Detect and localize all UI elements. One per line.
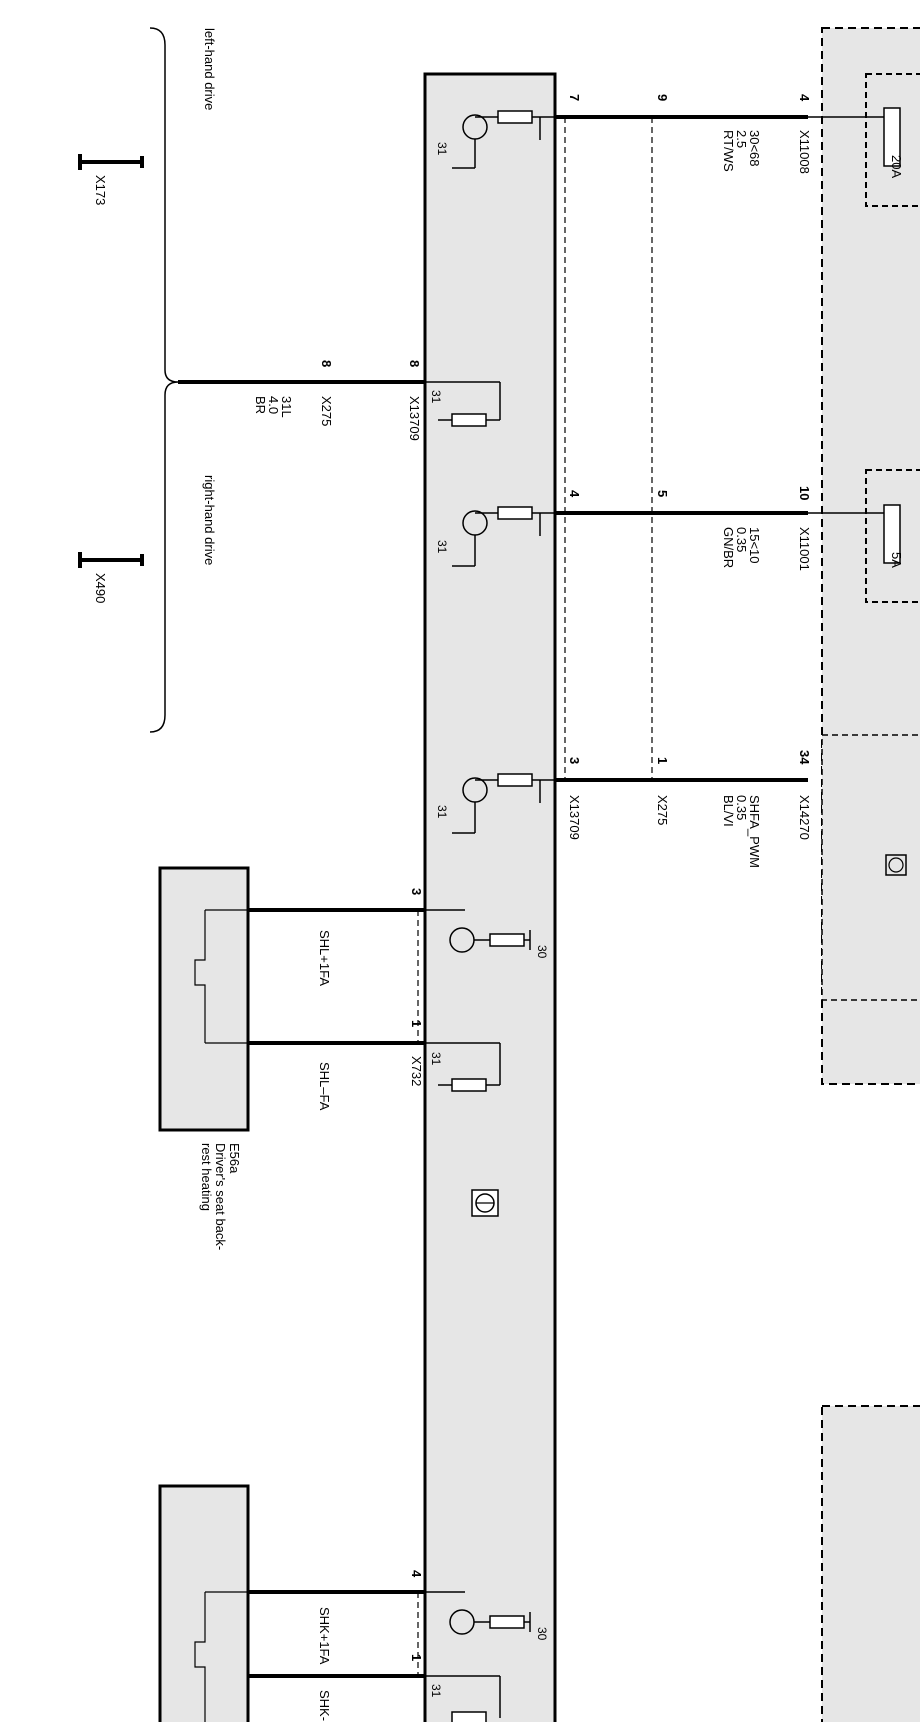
ground-resistor-3-label: 31 [429,1684,443,1698]
heater-e56a-pin-a: 3 [409,888,424,895]
wire-15-10-pin-module: 4 [567,490,582,498]
wire-shfa-signal: SHFA_PWM [747,795,762,868]
wire-shfa-gauge: 0.35 [734,795,749,820]
ground-point-x490 [78,552,144,568]
heater-e56a: 3 1 X732 SHL+1FA SHL–FA E56a Driver's se… [158,866,425,1250]
fuse-20a-rating: 20A [889,155,904,178]
wire-30-68-gauge: 2.5 [734,130,749,148]
wire-30-68-connector: X11008 [797,130,812,174]
ground-resistor-1-label: 31 [429,390,443,404]
heater-driver-b [425,1591,531,1635]
ground-gauge: 4.0 [266,396,281,414]
heater-e56a-wire-a: SHL+1FA [317,930,332,986]
seat-heating-module [423,72,557,1727]
heater-driver-b-supply: 30 [535,1627,549,1641]
ground-signal: 31L [279,396,294,418]
control-unit-symbol [885,854,907,876]
wire-30-68-pin-mid: 9 [655,94,670,101]
heater-lower-wire-b: SHK- [317,1690,332,1721]
ground-color: BR [253,396,268,414]
driver-transistor-1 [452,110,555,169]
wire-15-10-pin-top: 10 [797,486,812,500]
driver-1-ground: 31 [435,142,449,156]
wire-15-10: 4 5 10 X11001 15<10 0.35 GN/BR [555,486,812,571]
heater-driver-a [425,909,531,953]
wire-shfa-pwm: 3 1 34 X13709 X275 X14270 SHFA_PWM 0.35 … [555,750,812,868]
wire-30-68-signal: 30<68 [747,130,762,167]
wire-30-68-pin-module: 7 [567,94,582,101]
ground-resistor-2-label: 31 [429,1052,443,1066]
heater-e56a-wire-b: SHL–FA [317,1062,332,1111]
heater-lower: 4 1 SHK+1FA SHK- [158,1484,425,1727]
wire-15-10-connector: X11001 [797,527,812,571]
fuse-20a: 20A [808,107,904,178]
heater-e56a-desc-1: Driver's seat back- [213,1143,228,1250]
ground-wire-31l: 8 X13709 8 X275 31L 4.0 BR [178,360,425,441]
power-distribution-box [821,27,920,1085]
heater-lower-wire-a: SHK+1FA [317,1607,332,1665]
wire-15-10-pin-mid: 5 [655,490,670,497]
driver-transistor-3 [452,773,555,834]
wire-15-10-signal: 15<10 [747,527,762,564]
wire-30-68-pin-top: 4 [797,94,812,102]
wire-shfa-connector-module: X13709 [567,795,582,840]
ground-resistor-1 [425,381,501,427]
wire-shfa-pin-mid: 1 [655,757,670,764]
ground-connector-harness: X275 [319,396,334,426]
driver-3-ground: 31 [435,805,449,819]
heater-lower-pin-a: 4 [409,1570,424,1578]
label-right-hand-drive: right-hand drive [202,475,217,565]
wire-shfa-pin-top: 34 [797,750,812,765]
wire-shfa-pin-module: 3 [567,757,582,764]
fuse-5a: 5A [808,504,904,568]
wire-15-10-gauge: 0.35 [734,527,749,552]
heater-e56a-connector: X732 [409,1056,424,1086]
ground-point-x173 [78,154,144,170]
wire-shfa-color: BL/VI [721,795,736,827]
body-module-box [821,1405,920,1727]
ground-pin-module: 8 [407,360,422,367]
fuse-5a-rating: 5A [889,552,904,568]
heater-lower-pin-b: 1 [409,1654,424,1661]
ground-point-x490-label: X490 [93,573,108,603]
wire-shfa-connector-mid: X275 [655,795,670,825]
wire-15-10-color: GN/BR [721,527,736,568]
ground-resistor-2 [425,1042,501,1092]
heater-e56a-id: E56a [227,1143,242,1174]
wire-30-68-color: RT/WS [721,130,736,172]
wire-30-68: 7 9 4 X11008 30<68 2.5 RT/WS [555,94,812,174]
module-symbol-icon [471,1189,499,1217]
wire-shfa-connector-top: X14270 [797,795,812,840]
ground-connector-module: X13709 [407,396,422,441]
driver-2-ground: 31 [435,540,449,554]
label-left-hand-drive: left-hand drive [202,28,217,110]
heater-e56a-pin-b: 1 [409,1020,424,1027]
heater-driver-a-supply: 30 [535,945,549,959]
heater-e56a-desc-2: rest heating [199,1143,214,1211]
drive-bracket [149,27,179,733]
ground-point-x173-label: X173 [93,175,108,205]
driver-transistor-2 [452,506,555,567]
ground-pin-harness: 8 [319,360,334,367]
